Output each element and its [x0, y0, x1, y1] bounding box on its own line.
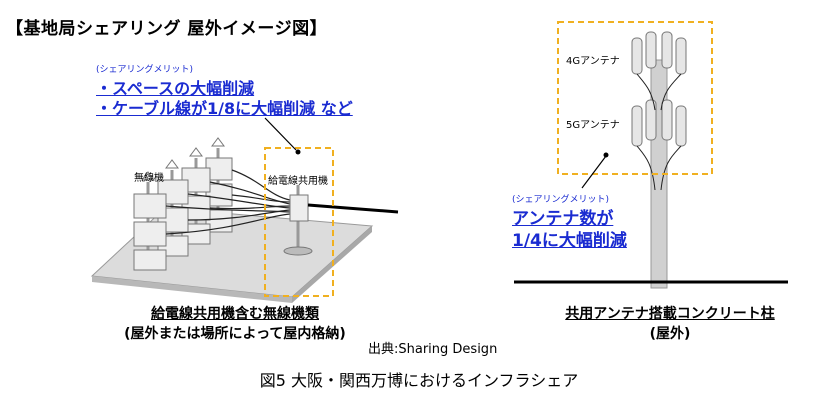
- shared-feeder-dashed-box: [264, 147, 334, 297]
- antenna-4g-label: 4Gアンテナ: [566, 56, 620, 67]
- antenna-4g-group: [631, 31, 687, 75]
- source-credit: 出典:Sharing Design: [368, 342, 498, 357]
- right-caption-line1: 共用アンテナ搭載コンクリート柱: [565, 306, 775, 322]
- antenna-5g-group: [631, 99, 687, 147]
- cables: [165, 169, 291, 235]
- antenna-5g-label: 5Gアンテナ: [566, 120, 620, 131]
- right-merit-line1: アンテナ数が: [512, 209, 614, 229]
- page-title: 【基地局シェアリング 屋外イメージ図】: [6, 19, 328, 39]
- shared-feeder-label: 給電線共用機: [268, 176, 328, 187]
- left-caption-line1: 給電線共用機含む無線機類: [151, 306, 319, 322]
- radio-units: [133, 148, 233, 271]
- pointer-line: [264, 117, 297, 151]
- right-caption-line2: (屋外): [649, 326, 691, 342]
- left-caption-line2: (屋外または場所によって屋内格納): [124, 326, 346, 342]
- pointer-line-right: [581, 155, 607, 189]
- left-merit-label: (シェアリングメリット): [96, 65, 194, 75]
- shared-feeder-unit: [283, 185, 313, 256]
- left-merit-line2: ・ケーブル線が1/8に大幅削減 など: [96, 99, 353, 118]
- figure-caption: 図5 大阪・関西万博におけるインフラシェア: [259, 371, 579, 390]
- radio-label: 無線機: [134, 173, 164, 184]
- left-merit-line1: ・スペースの大幅削減: [96, 79, 255, 98]
- right-merit-label: (シェアリングメリット): [512, 195, 610, 205]
- pole-cables: [636, 73, 682, 191]
- upward-arrows-icon: [141, 137, 225, 181]
- right-merit-line2: 1/4に大幅削減: [512, 231, 627, 251]
- main-feeder-cable: [307, 203, 399, 214]
- antenna-dashed-box: [557, 21, 713, 175]
